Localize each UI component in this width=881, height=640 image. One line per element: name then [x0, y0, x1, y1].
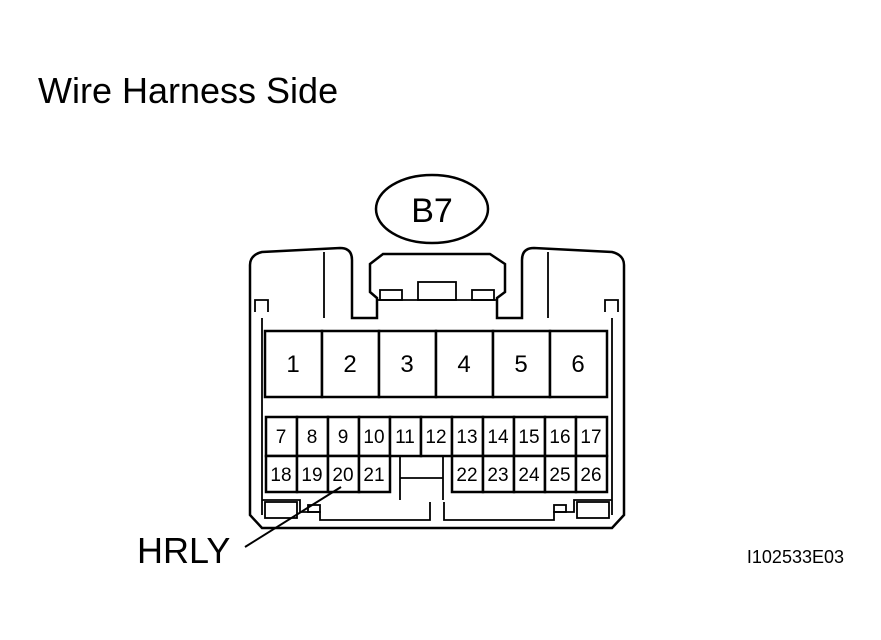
- terminal-label: 15: [518, 427, 539, 448]
- bottom-left-cells: [264, 454, 392, 494]
- terminal-cell: [434, 329, 495, 399]
- terminal-label: 23: [487, 465, 508, 486]
- middle-row-labels: 7 8 9 10 11 12 13 14 15 16 17: [276, 427, 602, 448]
- terminal-label: 1: [286, 351, 299, 378]
- terminal-label: 12: [425, 427, 446, 448]
- terminal-label: 24: [518, 465, 540, 486]
- bottom-right-labels: 22 23 24 25 26: [456, 465, 601, 486]
- top-row-cells: [263, 329, 609, 399]
- terminal-cell: [357, 454, 392, 494]
- terminal-label: 7: [276, 427, 287, 448]
- connector-id: B7: [411, 192, 453, 230]
- terminal-cell: [320, 329, 381, 399]
- terminal-label: 13: [456, 427, 477, 448]
- terminal-label: 10: [363, 427, 384, 448]
- terminal-label: 17: [580, 427, 601, 448]
- reference-code: I102533E03: [747, 547, 844, 567]
- terminal-cell: [263, 329, 324, 399]
- center-key-block: [399, 456, 444, 500]
- terminal-cell: [295, 415, 330, 458]
- callout-label: HRLY: [137, 530, 230, 571]
- terminal-label: 3: [400, 351, 413, 378]
- terminal-cell: [543, 454, 578, 494]
- terminal-label: 16: [549, 427, 570, 448]
- terminal-cell: [574, 454, 609, 494]
- terminal-label: 21: [363, 465, 384, 486]
- terminal-cell: [326, 454, 361, 494]
- terminal-label: 22: [456, 465, 477, 486]
- terminal-cell: [388, 415, 423, 458]
- connector-housing: [248, 246, 626, 530]
- terminal-label: 20: [332, 465, 353, 486]
- terminal-label: 2: [343, 351, 356, 378]
- callout-leader-line: [244, 486, 342, 548]
- terminal-label: 26: [580, 465, 601, 486]
- terminal-cell: [512, 454, 547, 494]
- middle-row-cells: [264, 415, 609, 458]
- top-row-labels: 1 2 3 4 5 6: [286, 351, 584, 378]
- terminal-label: 6: [571, 351, 584, 378]
- terminal-label: 14: [487, 427, 509, 448]
- terminal-label: 19: [301, 465, 322, 486]
- terminal-label: 9: [338, 427, 349, 448]
- terminal-label: 8: [307, 427, 318, 448]
- terminal-label: 11: [395, 427, 415, 448]
- terminal-label: 25: [549, 465, 570, 486]
- connector-id-ellipse: [374, 173, 490, 245]
- terminal-cell: [377, 329, 438, 399]
- terminal-cell: [264, 454, 299, 494]
- diagram-title: Wire Harness Side: [38, 70, 338, 111]
- terminal-label: 5: [514, 351, 527, 378]
- terminal-cell: [548, 329, 609, 399]
- terminal-cell: [491, 329, 552, 399]
- bottom-right-cells: [450, 454, 609, 494]
- terminal-label: 4: [457, 351, 470, 378]
- terminal-cell: [450, 415, 485, 458]
- bottom-left-labels: 18 19 20 21: [270, 465, 384, 486]
- terminal-label: 18: [270, 465, 291, 486]
